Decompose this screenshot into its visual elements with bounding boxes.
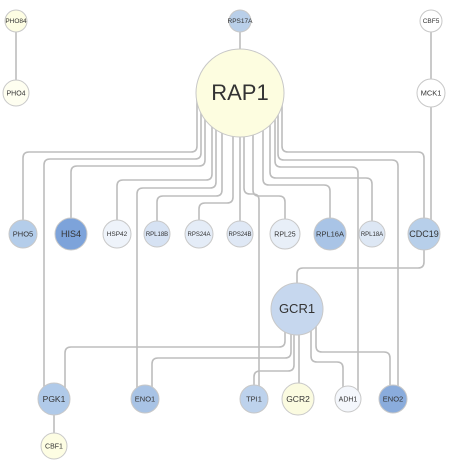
edge-gcr1-tpi1 (253, 308, 295, 400)
node-rap1[interactable]: RAP1 (195, 48, 285, 138)
node-gcr2-circle (281, 382, 315, 416)
node-cdc19-label: CDC19 (409, 229, 439, 239)
edge-rap1-rpl25 (252, 92, 286, 235)
node-pho84-label: PHO84 (5, 18, 27, 25)
node-rps24b[interactable]: RPS24B (226, 220, 254, 248)
node-rpl18b[interactable]: RPL18B (143, 220, 171, 248)
node-pgk1-circle (37, 382, 71, 416)
node-rps17a-label: RPS17A (228, 18, 254, 25)
node-adh1-circle (334, 385, 362, 413)
node-his4-circle (54, 217, 88, 251)
node-rpl25[interactable]: RPL25 (269, 218, 301, 250)
node-gcr1-circle (270, 282, 324, 336)
edge-cdc19-gcr1 (296, 233, 425, 310)
edge-rap1-rps24a (198, 92, 234, 235)
node-adh1[interactable]: ADH1 (334, 385, 362, 413)
node-rpl18a[interactable]: RPL18A (358, 220, 386, 248)
node-tpi1-label: TPI1 (246, 394, 262, 403)
edge-rap1-eno2 (277, 92, 399, 400)
node-pho5-circle (8, 219, 38, 249)
node-rps24a-label: RPS24A (187, 232, 210, 238)
node-rap1-circle (195, 48, 285, 138)
node-gcr2-label: GCR2 (286, 394, 310, 404)
node-eno2[interactable]: ENO2 (378, 384, 408, 414)
node-pho84[interactable]: PHO84 (4, 9, 28, 33)
edge-rap1-pgk1 (43, 92, 202, 400)
node-rpl18a-circle (358, 220, 386, 248)
node-rpl18b-label: RPL18B (146, 232, 168, 238)
node-eno1[interactable]: ENO1 (130, 384, 160, 414)
node-pho4[interactable]: PHO4 (2, 79, 30, 107)
node-hsp42[interactable]: HSP42 (102, 219, 132, 249)
node-cbf1-circle (40, 432, 68, 460)
edge-rap1-tpi1 (243, 92, 260, 400)
node-rps24a-circle (184, 219, 214, 249)
edge-rap1-hsp42 (116, 92, 213, 235)
node-hsp42-label: HSP42 (107, 231, 128, 238)
node-pho4-label: PHO4 (6, 90, 25, 97)
node-cdc19-circle (407, 217, 441, 251)
node-pgk1[interactable]: PGK1 (37, 382, 71, 416)
edge-rap1-rpl18b (156, 92, 223, 235)
node-pho5-label: PHO5 (13, 229, 33, 238)
node-hsp42-circle (102, 219, 132, 249)
node-pho84-circle (4, 9, 28, 33)
node-rps17a[interactable]: RPS17A (228, 9, 254, 33)
edge-gcr1-eno2 (315, 308, 391, 400)
node-pho4-circle (2, 79, 30, 107)
node-rps24a[interactable]: RPS24A (184, 219, 214, 249)
node-cbf1-label: CBF1 (45, 443, 63, 450)
node-rps17a-circle (228, 9, 252, 33)
node-his4[interactable]: HIS4 (54, 217, 88, 251)
node-gcr2[interactable]: GCR2 (281, 382, 315, 416)
node-cbf1[interactable]: CBF1 (40, 432, 68, 460)
edge-rap1-adh1 (274, 92, 359, 400)
node-rpl25-label: RPL25 (274, 231, 296, 238)
node-rpl18b-circle (143, 220, 171, 248)
edge-rap1-cdc19 (281, 92, 425, 235)
node-eno2-label: ENO2 (383, 394, 403, 403)
node-eno2-circle (378, 384, 408, 414)
node-eno1-circle (130, 384, 160, 414)
node-rap1-label: RAP1 (211, 80, 268, 105)
node-cdc19[interactable]: CDC19 (407, 217, 441, 251)
edge-rap1-rpl16a (262, 92, 331, 235)
node-rpl18a-label: RPL18A (361, 232, 383, 238)
edge-rap1-pho5 (22, 92, 198, 235)
edge-gcr1-adh1 (310, 308, 344, 400)
node-tpi1[interactable]: TPI1 (239, 384, 269, 414)
edges-layer (15, 20, 432, 447)
node-his4-label: HIS4 (61, 229, 81, 239)
node-tpi1-circle (239, 384, 269, 414)
node-rpl16a-label: RPL16A (316, 229, 344, 238)
node-cbf5-circle (419, 9, 443, 33)
node-rps24b-label: RPS24B (228, 232, 251, 238)
node-mck1-circle (416, 78, 446, 108)
node-gcr1[interactable]: GCR1 (270, 282, 324, 336)
node-rps24b-circle (226, 220, 254, 248)
edge-rap1-his4 (70, 92, 206, 235)
node-pho5[interactable]: PHO5 (8, 219, 38, 249)
node-mck1-label: MCK1 (421, 88, 442, 97)
node-rpl16a[interactable]: RPL16A (313, 217, 347, 251)
node-cbf5-label: CBF5 (423, 18, 440, 25)
node-rpl25-circle (269, 218, 301, 250)
node-mck1[interactable]: MCK1 (416, 78, 446, 108)
edge-rap1-eno1 (136, 92, 217, 400)
node-gcr1-label: GCR1 (279, 301, 315, 316)
edge-rap1-rpl18a (269, 92, 373, 235)
node-eno1-label: ENO1 (135, 394, 155, 403)
edge-gcr1-eno1 (151, 308, 292, 400)
node-cbf5[interactable]: CBF5 (419, 9, 443, 33)
node-pgk1-label: PGK1 (43, 394, 66, 404)
node-rpl16a-circle (313, 217, 347, 251)
node-adh1-label: ADH1 (339, 396, 358, 403)
edge-gcr1-pgk1 (64, 308, 286, 400)
